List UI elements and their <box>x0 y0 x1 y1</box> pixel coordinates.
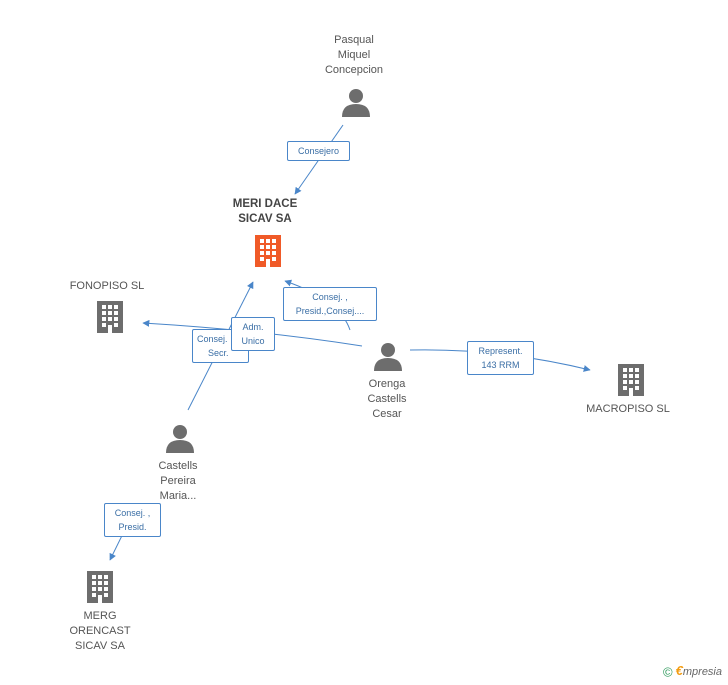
edge-label-line: Secr. <box>208 348 229 358</box>
edge-label-consej-presid-merg[interactable]: Consej. , Presid. <box>104 503 161 537</box>
person-icon[interactable] <box>165 424 195 454</box>
edge-label-line: Consejero <box>297 146 340 156</box>
person-label-pasqual[interactable]: Pasqual Miquel Concepcion <box>294 33 414 78</box>
edge-label-line: Unico <box>241 336 265 346</box>
label-line: MERI DACE <box>232 198 298 210</box>
label-line: SICAV SA <box>75 640 125 652</box>
company-label-merg[interactable]: MERG ORENCAST SICAV SA <box>40 609 160 654</box>
label-line: Cesar <box>372 408 402 420</box>
label-line: Miquel <box>337 49 371 61</box>
label-line: Maria... <box>159 490 197 502</box>
label-line: Pasqual <box>334 34 374 46</box>
building-icon[interactable] <box>94 299 126 335</box>
building-icon[interactable] <box>615 362 647 398</box>
edge-label-line: Represent. <box>478 346 523 356</box>
brand-initial: € <box>675 663 683 679</box>
edge-label-consejero[interactable]: Consejero <box>287 141 350 161</box>
label-line: SICAV SA <box>238 213 292 225</box>
edge-label-line: Presid. <box>118 522 147 532</box>
edge-label-line: Consej. , <box>312 292 348 302</box>
edge-label-line: Adm. <box>242 322 264 332</box>
person-label-castells[interactable]: Castells Pereira Maria... <box>118 459 238 504</box>
edge-label-represent[interactable]: Represent. 143 RRM <box>467 341 534 375</box>
label-line: Castells <box>158 460 198 472</box>
company-label-meri-dace[interactable]: MERI DACE SICAV SA <box>205 197 325 227</box>
label-line: MERG <box>83 610 117 622</box>
edge-label-line: Presid.,Consej.... <box>295 306 365 316</box>
brand-name: mpresia <box>682 666 722 679</box>
edge-label-adm-unico[interactable]: Adm. Unico <box>231 317 275 351</box>
person-icon[interactable] <box>341 88 371 118</box>
edge-label-line: 143 RRM <box>481 360 520 370</box>
copyright-symbol: © <box>662 665 673 680</box>
label-line: Concepcion <box>324 64 384 76</box>
label-line: FONOPISO SL <box>69 280 145 292</box>
label-line: ORENCAST <box>69 625 131 637</box>
building-icon[interactable] <box>84 569 116 605</box>
building-icon[interactable] <box>252 233 284 269</box>
label-line: Pereira <box>160 475 196 487</box>
person-label-orenga[interactable]: Orenga Castells Cesar <box>327 377 447 422</box>
edge-label-line: Consej. <box>197 334 228 344</box>
person-icon[interactable] <box>373 342 403 372</box>
edge-label-line: Consej. , <box>114 508 151 518</box>
company-label-macropiso[interactable]: MACROPISO SL <box>568 402 688 417</box>
footer-brand: © €mpresia <box>663 663 722 680</box>
company-label-fonopiso[interactable]: FONOPISO SL <box>47 279 167 294</box>
label-line: Castells <box>367 393 407 405</box>
edge-label-consej-presid[interactable]: Consej. , Presid.,Consej.... <box>283 287 377 321</box>
label-line: Orenga <box>368 378 406 390</box>
label-line: MACROPISO SL <box>586 403 670 415</box>
